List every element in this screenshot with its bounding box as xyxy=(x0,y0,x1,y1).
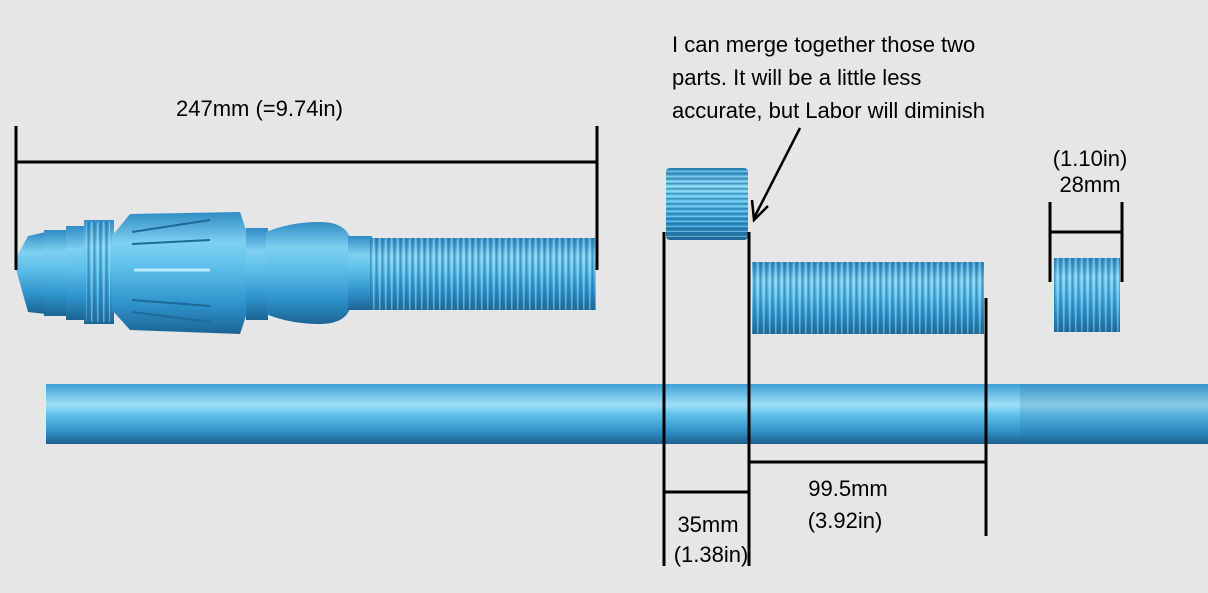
knurled-collar xyxy=(666,168,748,240)
collar-imperial-label: (1.38in) xyxy=(673,542,749,567)
small-part-metric-label: 28mm xyxy=(1059,172,1121,197)
threaded-tube xyxy=(752,262,984,334)
overall-dimension-label: 247mm (=9.74in) xyxy=(176,96,343,122)
dimension-threaded-tube xyxy=(747,232,988,566)
threaded-ring xyxy=(1054,258,1120,332)
annotation-line-3: accurate, but Labor will diminish xyxy=(672,98,986,123)
small-part-imperial-label: (1.10in) xyxy=(1052,146,1128,171)
emitter-assembly xyxy=(14,212,596,334)
overall-metric: 247mm xyxy=(176,96,250,121)
overall-imperial: (=9.74in) xyxy=(255,96,343,121)
annotation-note: I can merge together those two parts. It… xyxy=(672,28,985,127)
dimension-small-part xyxy=(1048,202,1124,282)
dimension-overall xyxy=(14,126,599,270)
annotation-line-1: I can merge together those two xyxy=(672,32,976,57)
annotation-arrow xyxy=(750,127,802,223)
collar-metric-label: 35mm xyxy=(677,512,739,537)
long-rod xyxy=(46,384,1208,444)
annotation-line-2: parts. It will be a little less xyxy=(672,65,922,90)
tube-imperial-label: (3.92in) xyxy=(807,508,883,533)
tube-metric-label: 99.5mm xyxy=(808,476,888,501)
